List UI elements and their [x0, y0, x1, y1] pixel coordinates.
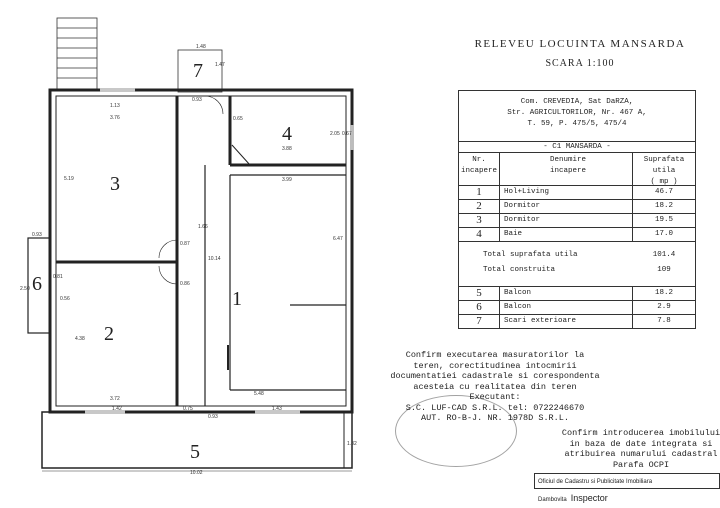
dim-label: 4.38: [75, 336, 85, 342]
dim-label: 5.48: [254, 391, 264, 397]
dim-label: 0.81: [53, 274, 63, 280]
dim-label: 0.67: [342, 131, 352, 137]
dim-label: 3.99: [282, 177, 292, 183]
floor-plan-drawing: 1 2 3 4 5 6 7 1.48 1.47 1.13 3.76 0.93 0…: [20, 17, 357, 476]
dim-label: 0.86: [180, 281, 190, 287]
dim-label: 0.56: [60, 296, 70, 302]
dim-label: 1.47: [215, 62, 225, 68]
dim-label: 3.76: [110, 115, 120, 121]
floor-plan-document: 1 2 3 4 5 6 7 1.48 1.47 1.13 3.76 0.93 0…: [20, 17, 720, 503]
dim-label: 1.42: [112, 406, 122, 412]
dim-label: 10.02: [190, 470, 203, 476]
dim-label: 2.05: [330, 131, 340, 137]
dim-label: 3.72: [110, 396, 120, 402]
room-4-label: 4: [282, 123, 292, 145]
dim-label: 0.75: [183, 406, 193, 412]
room-3-label: 3: [110, 173, 120, 195]
dim-label: 0.93: [192, 97, 202, 103]
dim-label: 6.47: [333, 236, 343, 242]
dim-label: 1.66: [198, 224, 208, 230]
dim-label: 1.82: [347, 441, 357, 447]
scale-label: SCARA 1:100: [545, 58, 615, 69]
dim-label: 10.14: [208, 256, 221, 262]
walls: [27, 87, 355, 469]
executant-confirmation: Confirm executarea masuratorilor la tere…: [390, 350, 600, 423]
room-5-label: 5: [190, 441, 200, 463]
room-1-label: 1: [232, 288, 242, 310]
document-title: RELEVEU LOCUINTA MANSARDA: [474, 38, 686, 50]
ocpi-inspector-box: Oficiul de Cadastru si Publicitate Imobi…: [534, 473, 720, 503]
room-7-label: 7: [193, 60, 203, 82]
dim-label: 0.93: [32, 232, 42, 238]
dim-label: 1.43: [272, 406, 282, 412]
dim-label: 2.50: [20, 286, 30, 292]
section-heading: - C1 MANSARDA -: [459, 141, 695, 153]
room-6-label: 6: [32, 273, 42, 295]
dim-label: 5.19: [64, 176, 74, 182]
dim-label: 0.87: [180, 241, 190, 247]
ocpi-confirmation: Confirm introducerea imobilului in baza …: [561, 428, 720, 470]
room-2-label: 2: [104, 323, 114, 345]
dim-label: 1.13: [110, 103, 120, 109]
dim-label: 0.65: [233, 116, 243, 122]
dim-label: 0.93: [208, 414, 218, 420]
stamp-seal: [395, 395, 517, 467]
address-block: Com. CREVEDIA, Sat DaRZA, Str. AGRICULTO…: [507, 98, 647, 128]
dim-label: 3.88: [282, 146, 292, 152]
dim-label: 1.48: [196, 44, 206, 50]
rooms-table: Com. CREVEDIA, Sat DaRZA, Str. AGRICULTO…: [458, 90, 696, 329]
